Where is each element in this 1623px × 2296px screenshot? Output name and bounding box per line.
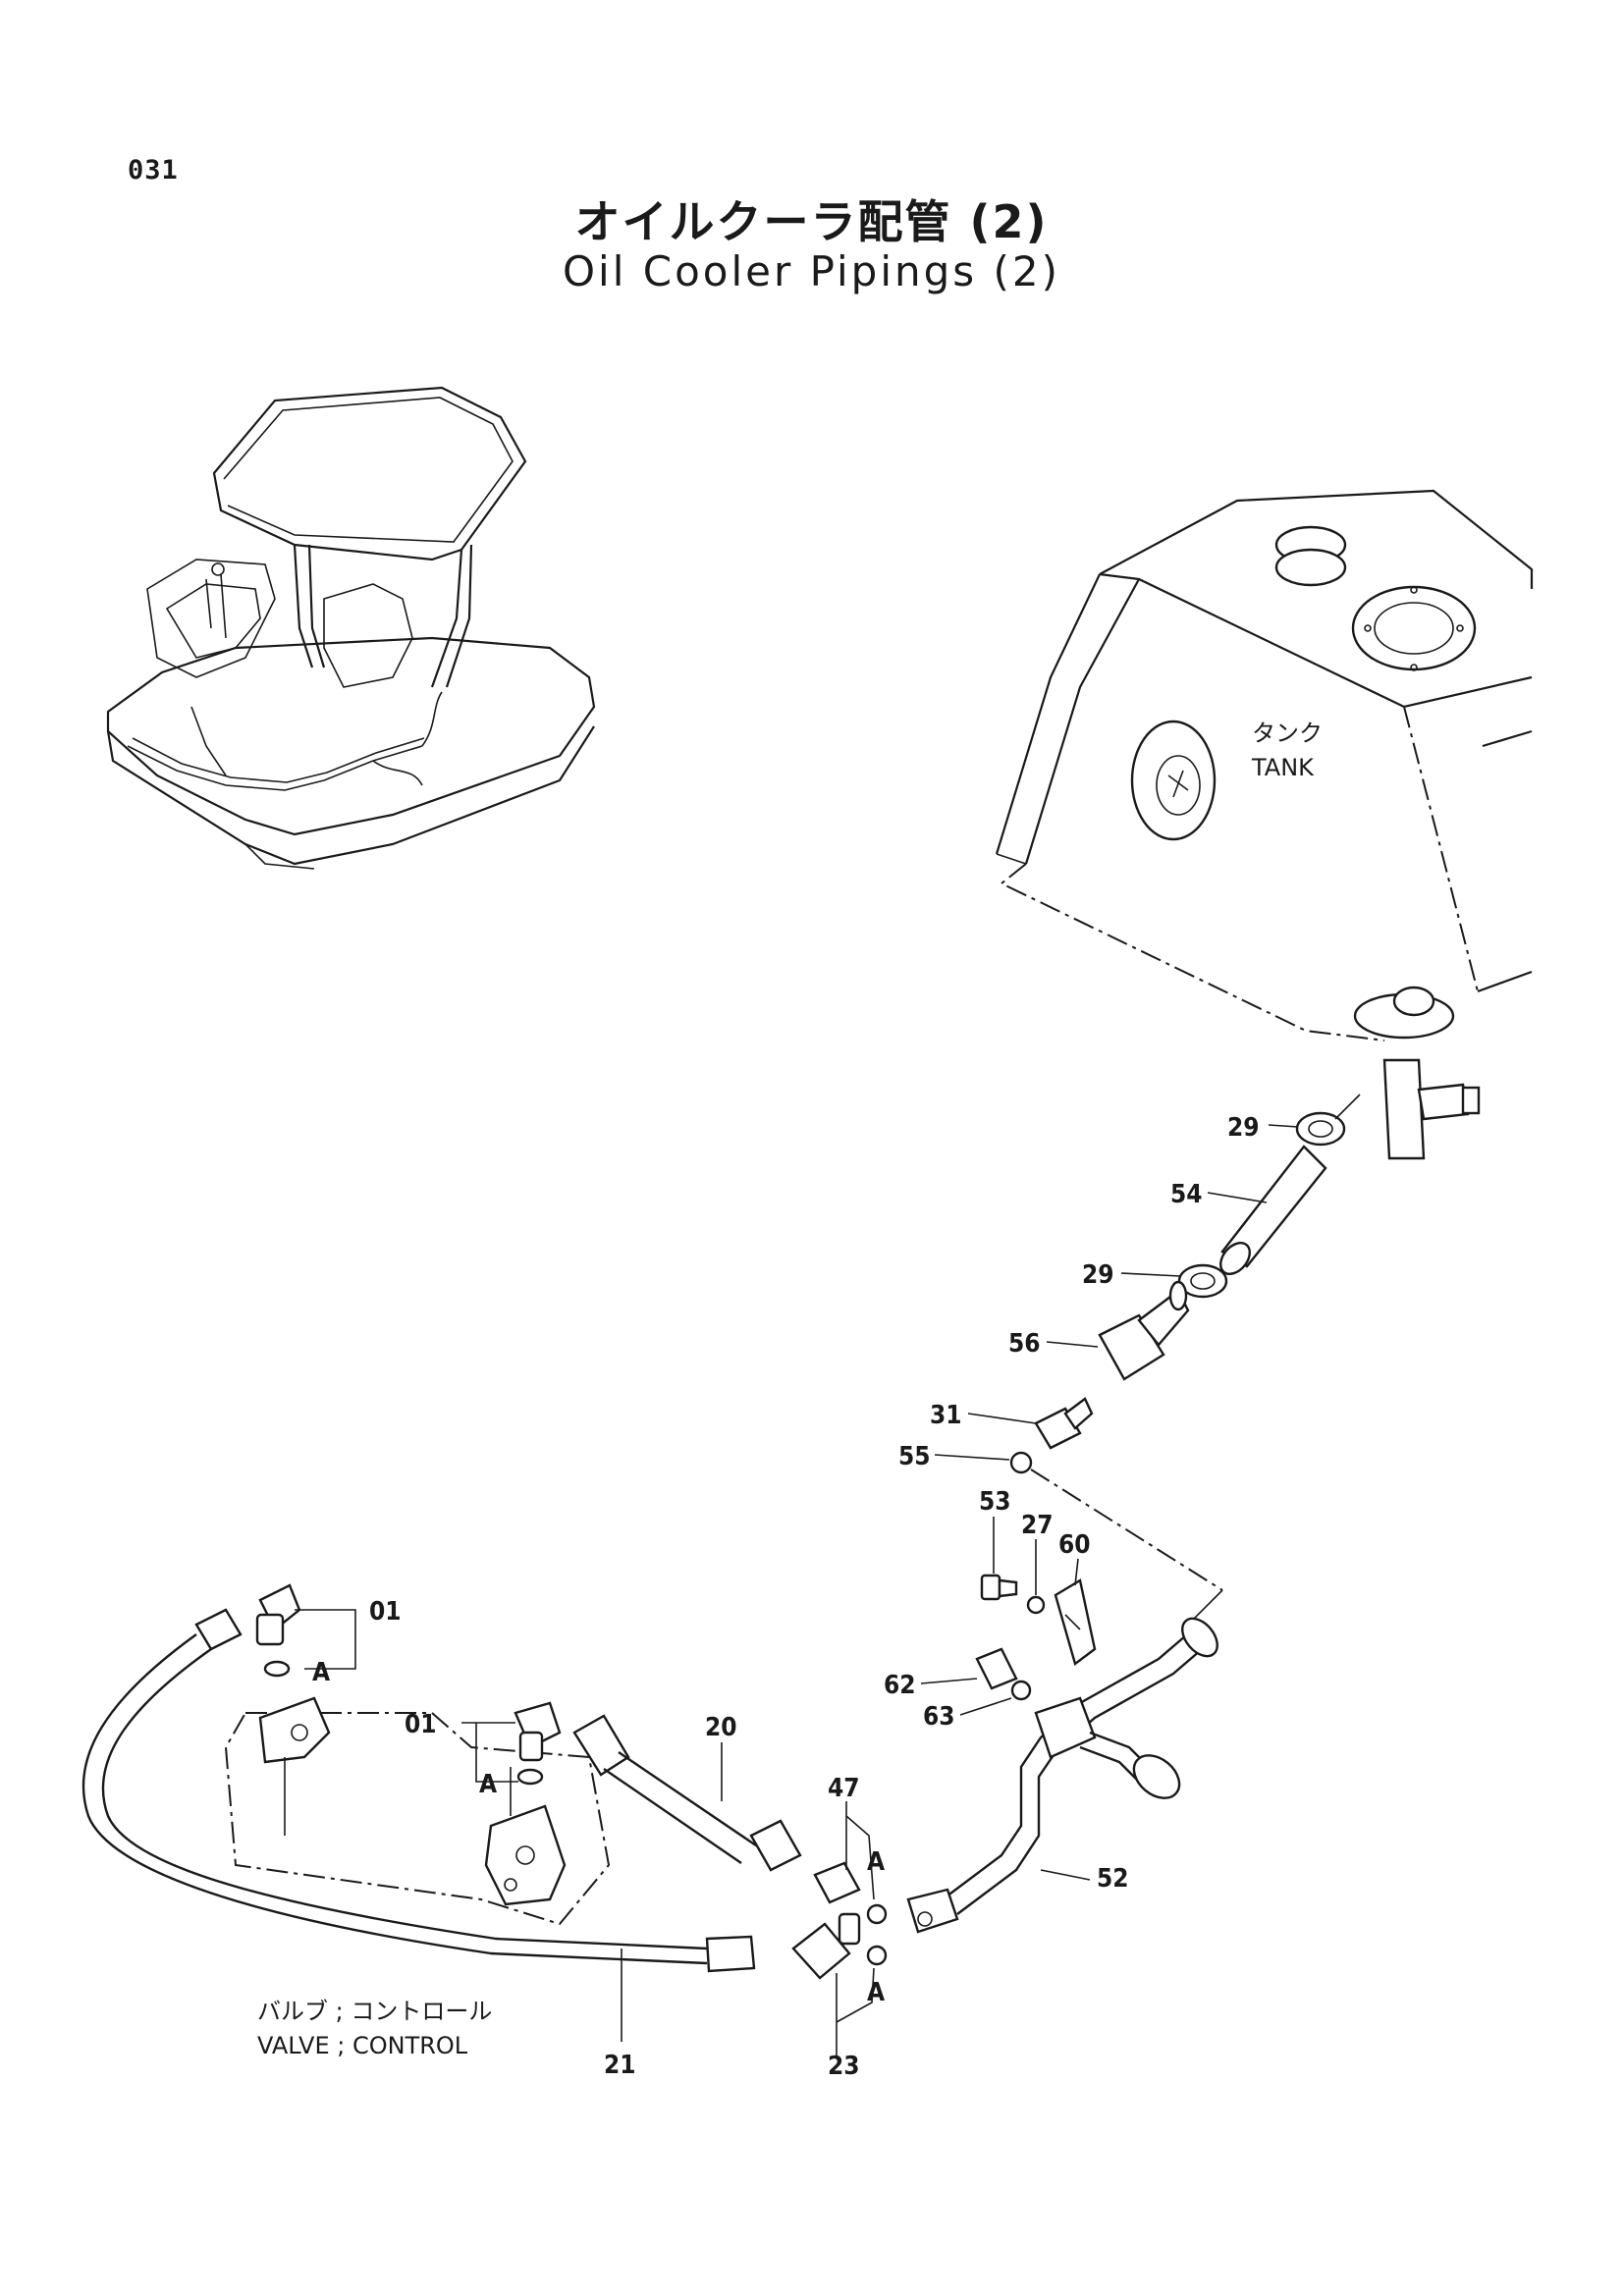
machine-overview-illustration [106, 386, 596, 870]
callout-20: 20 [705, 1713, 737, 1742]
leader-56 [1046, 1341, 1099, 1348]
callout-29-lower: 29 [1082, 1260, 1114, 1290]
page-number: 031 [128, 155, 179, 186]
callout-56: 56 [1008, 1329, 1041, 1359]
callout-55: 55 [898, 1442, 931, 1471]
callout-60: 60 [1058, 1530, 1091, 1560]
leader-47 [845, 1801, 875, 1900]
part-47-adapter [813, 1861, 888, 1925]
part-62-plug [975, 1647, 1018, 1690]
part-63-o-ring [1010, 1680, 1032, 1701]
leader-23 [836, 1967, 875, 2056]
callout-63: 63 [923, 1702, 955, 1732]
part-01-elbow-left [255, 1583, 301, 1678]
assembly-line-55 [1030, 1468, 1223, 1591]
callout-54: 54 [1170, 1180, 1203, 1209]
tank-caption-en: TANK [1251, 754, 1315, 781]
part-53-bolt [980, 1574, 1018, 1601]
part-29-clamp-upper [1295, 1094, 1361, 1147]
leader-62 [920, 1678, 978, 1684]
part-31-fitting [1034, 1397, 1094, 1450]
callout-29-upper: 29 [1227, 1113, 1260, 1143]
control-valve-illustration [224, 1696, 611, 1926]
part-52-pipe-assembly [906, 1617, 1218, 1934]
valve-caption-jp: バルブ ; コントロール [257, 1998, 492, 2025]
callout-52: 52 [1097, 1864, 1129, 1894]
part-60-bracket [1054, 1578, 1097, 1667]
title-english: Oil Cooler Pipings (2) [563, 247, 1060, 295]
callout-47: 47 [828, 1774, 860, 1803]
leader-29-lower [1120, 1272, 1181, 1277]
callout-62: 62 [884, 1671, 916, 1700]
callout-A-23: A [867, 1978, 885, 2007]
part-01-elbow-middle [514, 1701, 562, 1786]
part-29-clamp-lower [1177, 1263, 1228, 1299]
tank-caption-jp: タンク [1252, 720, 1323, 747]
leader-01-middle [461, 1722, 518, 1783]
hydraulic-tank-illustration [995, 489, 1534, 1160]
part-23-elbow [791, 1912, 888, 1980]
part-54-hose [1219, 1145, 1327, 1275]
leader-31 [967, 1413, 1037, 1424]
part-21-hose [81, 1608, 756, 1973]
part-20-hose [572, 1714, 802, 1872]
part-56-adapter [1098, 1280, 1190, 1381]
callout-A-47: A [867, 1847, 885, 1877]
leader-54 [1207, 1192, 1268, 1203]
callout-A-middle: A [479, 1770, 497, 1799]
leader-63 [959, 1697, 1012, 1716]
callout-A-left: A [312, 1658, 330, 1687]
part-55-o-ring [1009, 1451, 1033, 1474]
valve-caption-en: VALVE ; CONTROL [257, 2032, 468, 2059]
leader-52 [1040, 1869, 1091, 1881]
leader-60 [1074, 1558, 1079, 1586]
title-japanese: オイルクーラ配管 (2) [574, 195, 1049, 248]
leader-01-left [295, 1609, 356, 1670]
callout-31: 31 [930, 1401, 962, 1430]
leader-55 [934, 1454, 1010, 1461]
part-27-washer [1026, 1595, 1046, 1615]
callout-27: 27 [1021, 1511, 1054, 1540]
callout-53: 53 [979, 1487, 1011, 1517]
callout-01-left: 01 [369, 1597, 402, 1627]
leader-29-upper [1268, 1124, 1299, 1128]
callout-23: 23 [828, 2052, 860, 2081]
callout-01-middle: 01 [405, 1710, 437, 1739]
callout-21: 21 [604, 2051, 636, 2080]
